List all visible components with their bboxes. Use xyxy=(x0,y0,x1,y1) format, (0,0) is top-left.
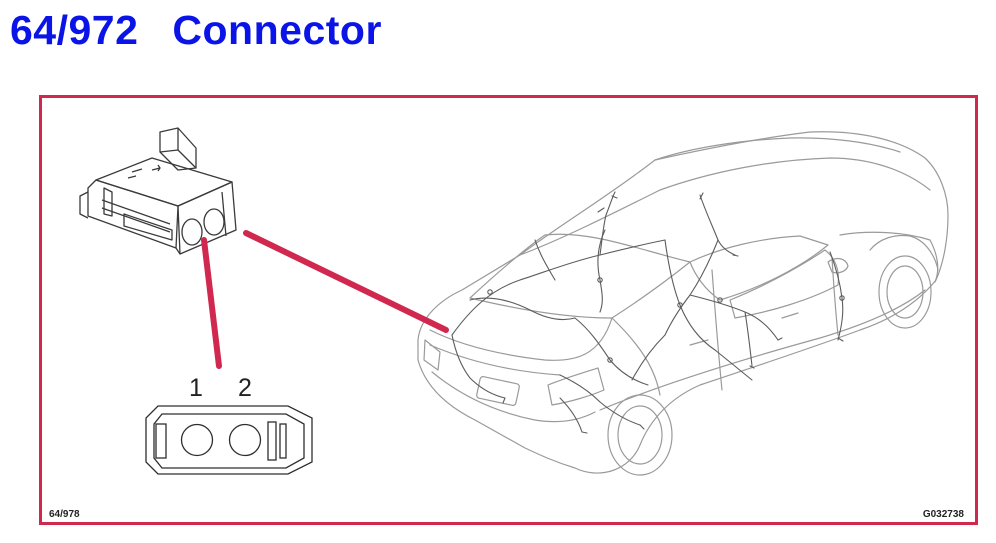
leader-lines xyxy=(201,230,449,369)
pin-2-socket xyxy=(228,423,262,457)
pin-1-socket xyxy=(180,423,214,457)
car-illustration xyxy=(417,131,949,476)
diagram-frame xyxy=(39,95,978,525)
connector-3d-view xyxy=(79,127,237,255)
connector-face-view xyxy=(145,405,313,475)
wiring-harness xyxy=(451,191,845,434)
figure-code-right: G032738 xyxy=(922,509,964,520)
diagram-number: 64/972 xyxy=(10,7,139,53)
pin-label-2: 2 xyxy=(238,374,252,402)
figure-code-left: 64/978 xyxy=(49,509,80,520)
page-title: 64/972 Connector xyxy=(10,4,382,56)
leader-to-face-view xyxy=(201,237,222,369)
leader-to-car-location xyxy=(243,230,449,333)
pin-label-1: 1 xyxy=(189,374,203,402)
diagram-label: Connector xyxy=(172,7,382,53)
